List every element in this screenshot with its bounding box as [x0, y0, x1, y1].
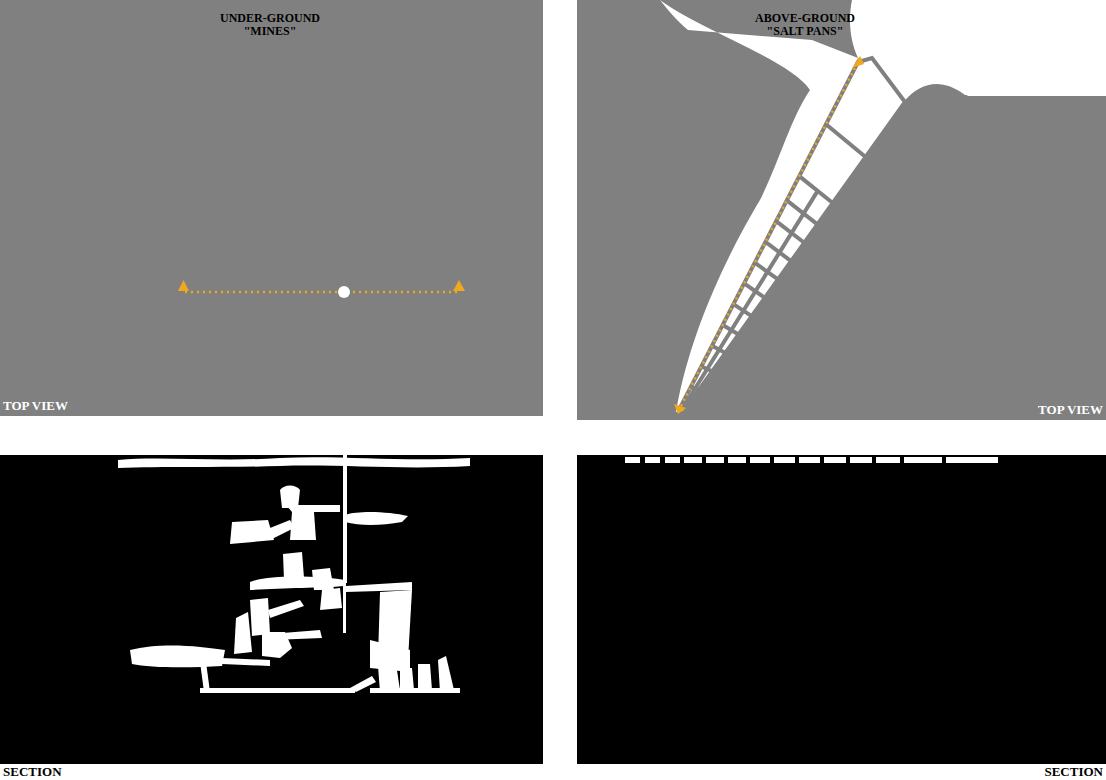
- ground-surface: [118, 457, 470, 468]
- panel: [0, 0, 543, 416]
- panel: [577, 0, 1106, 420]
- salt-pans: [680, 58, 905, 408]
- view-label: SECTION: [1044, 765, 1103, 779]
- panel: [0, 455, 543, 764]
- section-line: [681, 62, 858, 406]
- panel-heading: ABOVE-GROUND "SALT PANS": [745, 12, 865, 38]
- section-marker: [852, 56, 864, 68]
- section-marker: [178, 280, 189, 291]
- shaft-dot: [338, 286, 350, 298]
- view-label: TOP VIEW: [1038, 403, 1103, 417]
- pan-section: [625, 457, 998, 463]
- pan-strip: [680, 58, 905, 408]
- section-line: [185, 291, 459, 294]
- pan-wall: [826, 124, 866, 157]
- section-marker: [453, 280, 465, 291]
- mine-caverns: [130, 455, 460, 693]
- panel-heading: UNDER-GROUND "MINES": [210, 12, 330, 38]
- view-label: TOP VIEW: [3, 399, 68, 413]
- view-label: SECTION: [3, 765, 62, 779]
- panel: [577, 455, 1106, 764]
- pan-wall: [799, 176, 832, 203]
- pan-wall: [683, 191, 818, 408]
- section-marker: [674, 404, 686, 414]
